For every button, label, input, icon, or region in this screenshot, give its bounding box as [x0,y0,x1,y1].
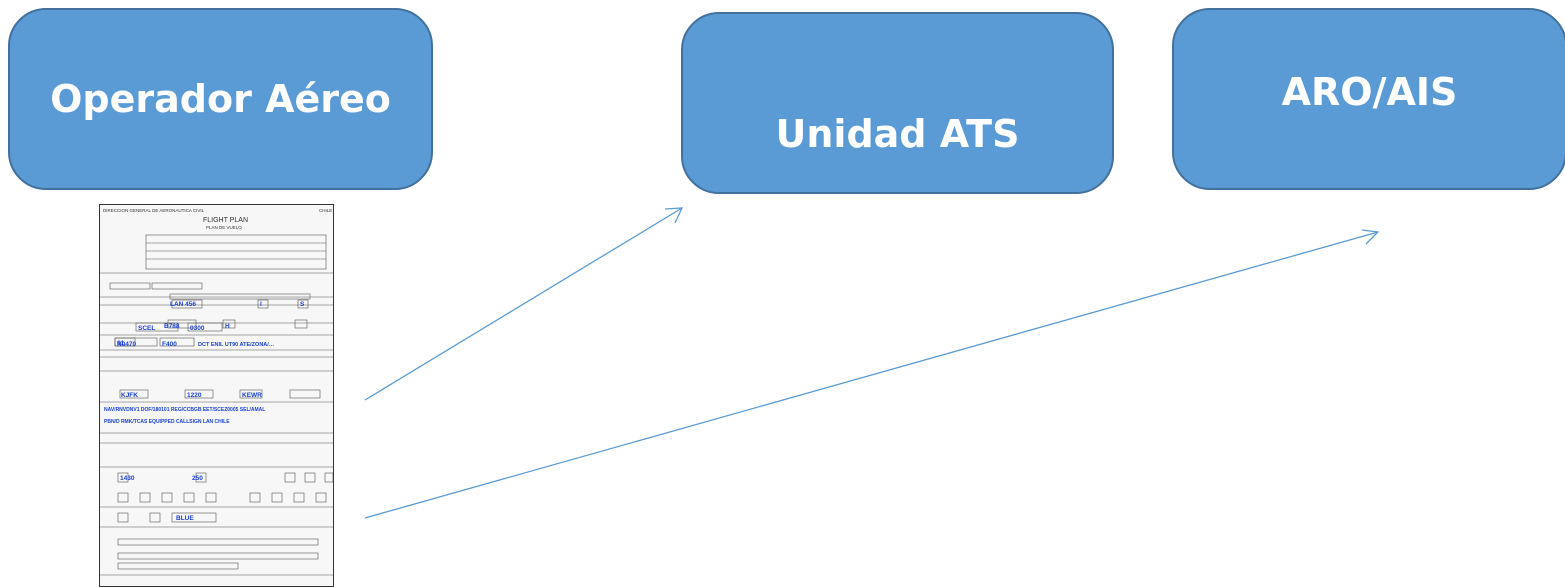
form-speed: N0470 [117,341,137,348]
form-code: CHILE [319,208,332,213]
form-flight-type: S [300,301,305,308]
form-flight-rules: I [260,301,262,308]
form-header: DIRECCION GENERAL DE AERONAUTICA CIVIL [103,208,205,213]
flight-plan-form: DIRECCION GENERAL DE AERONAUTICA CIVIL C… [99,204,334,587]
form-aircraft-id: LAN 456 [170,301,196,308]
form-destination: KJFK [121,392,138,399]
unidad-ats-box: Unidad ATS [681,12,1114,194]
form-other-info2: PBN/D RMK/TCAS EQUIPPED CALLSIGN LAN CHI… [104,419,230,425]
operador-aereo-label: Operador Aéreo [50,77,391,121]
form-endurance: 1430 [120,475,135,482]
form-persons: 250 [192,475,203,482]
form-other-info: NAV/RNVDNV1 DOF/180101 REG/CCBGB EET/SCE… [104,407,265,413]
form-subtitle: PLAN DE VUELO [206,225,242,230]
form-aircraft-type: B788 [164,323,180,330]
arrow-to-aro-ais [364,231,1379,519]
form-time: 0300 [190,325,205,332]
form-eet: 1220 [187,392,202,399]
arrowhead-aro-ais [1361,229,1380,245]
form-route: DCT ENIL UT90 ATE/ZONA/… [198,342,274,348]
operador-aereo-box: Operador Aéreo [8,8,433,190]
aro-ais-label: ARO/AIS [1281,70,1458,114]
unidad-ats-label: Unidad ATS [775,112,1020,156]
form-colors: BLUE [176,515,194,522]
aro-ais-box: ARO/AIS [1172,8,1565,190]
form-level: F400 [162,341,177,348]
form-departure: SCEL [138,325,155,332]
arrowhead-unidad-ats [664,207,684,224]
form-wake: H [225,323,230,330]
arrow-to-unidad-ats [364,207,683,401]
form-title: FLIGHT PLAN [203,217,248,224]
form-number: 01 [117,340,125,347]
form-alternate: KEWR [242,392,262,399]
